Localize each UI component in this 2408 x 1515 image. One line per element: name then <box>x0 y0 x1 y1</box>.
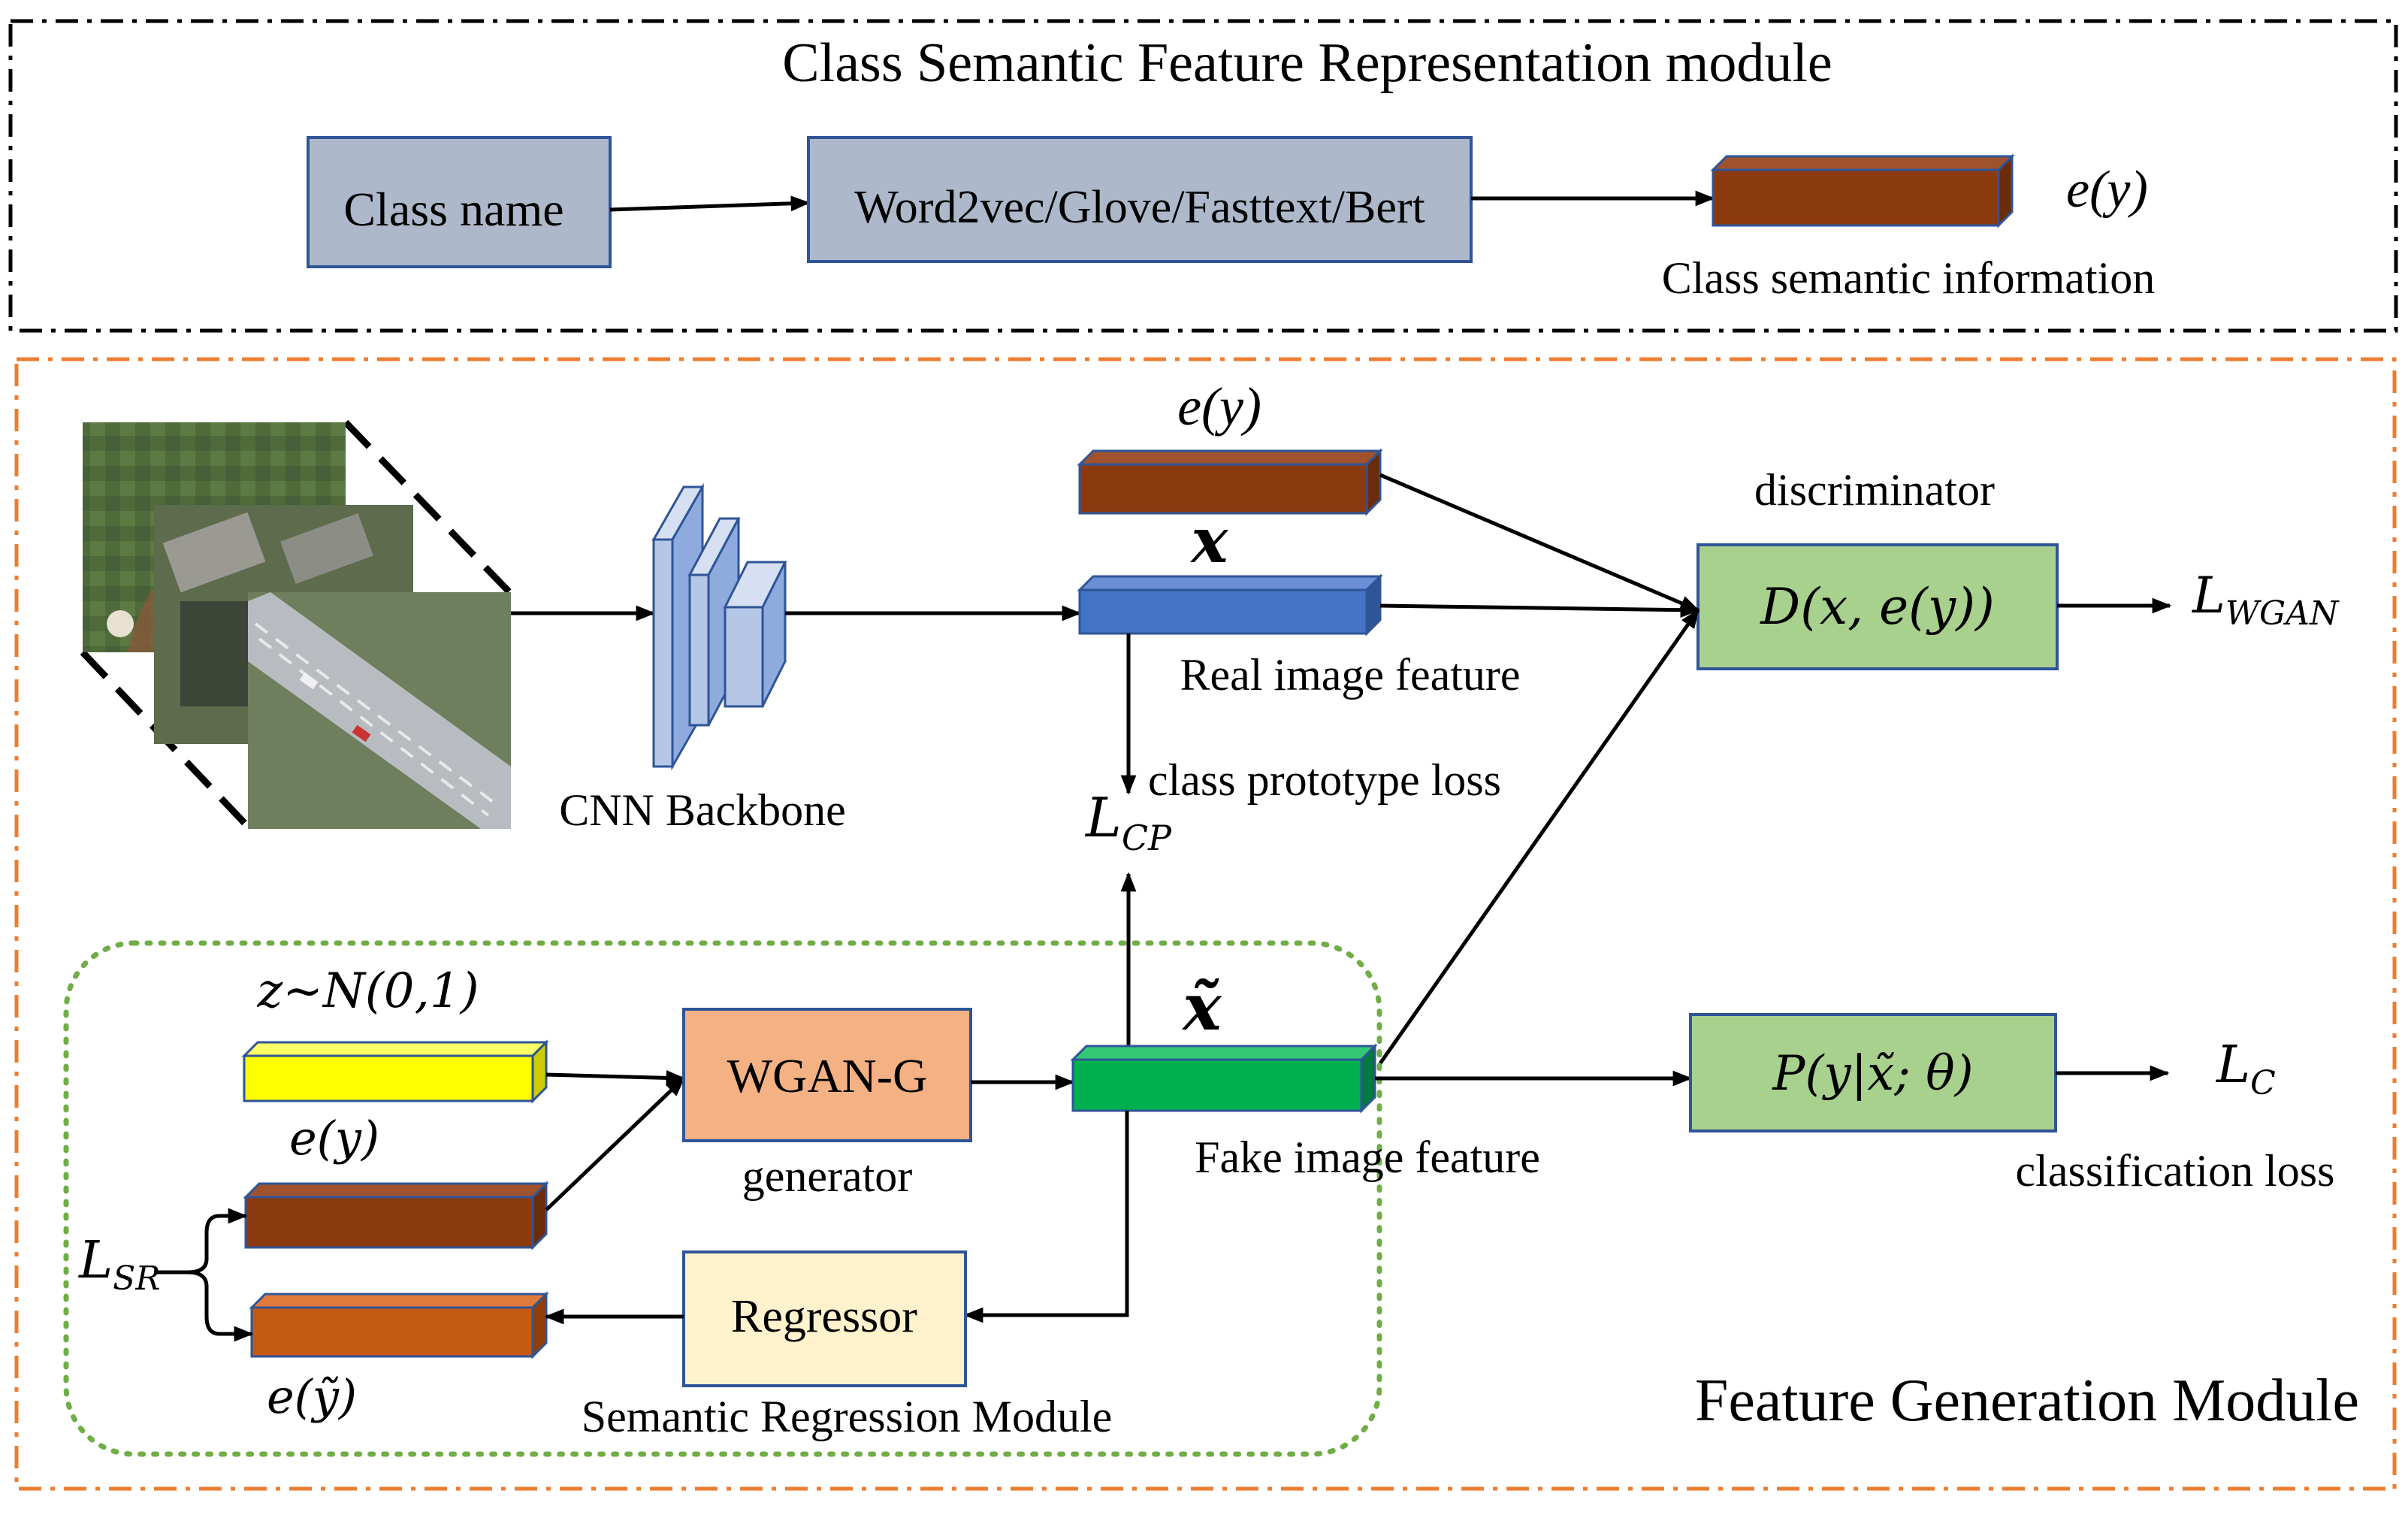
semantic-regression-module-border <box>63 940 1382 1457</box>
real-image-feature-label: Real image feature <box>1180 650 1520 700</box>
arrow-ey-to-discriminator <box>1379 473 1700 612</box>
real-feature-bar <box>1077 573 1383 637</box>
lc-label: LC <box>2215 1036 2276 1102</box>
fake-feature-bar <box>1070 1043 1378 1114</box>
discriminator-label: discriminator <box>1754 465 1995 515</box>
class-name-box <box>307 136 612 268</box>
regressed-semantic-bar <box>249 1291 549 1359</box>
input-image-stack <box>80 419 514 830</box>
x-label: x <box>1190 505 1229 577</box>
regressor-box <box>682 1250 967 1387</box>
classifier-box-label: P(y|x̃; θ) <box>1772 1046 1973 1102</box>
classifier-box <box>1689 1013 2057 1132</box>
real-semantic-bar <box>1077 448 1383 516</box>
discriminator-box <box>1696 543 2059 670</box>
classification-loss-label: classification loss <box>2016 1146 2335 1196</box>
top-module-title: Class Semantic Feature Representation mo… <box>782 32 1832 94</box>
cnn-backbone-icon <box>651 482 787 771</box>
fake-image-feature-label: Fake image feature <box>1195 1132 1540 1182</box>
word-embedding-label: Word2vec/Glove/Fasttext/Bert <box>854 182 1425 233</box>
bottom-module-title: Feature Generation Module <box>1695 1368 2359 1434</box>
semantic-regression-module-label: Semantic Regression Module <box>582 1392 1113 1441</box>
lsr-brace <box>187 1214 252 1336</box>
arrow-ey-to-generator <box>545 1077 685 1211</box>
x-tilde-label: x̃ <box>1181 969 1222 1045</box>
word-embedding-box <box>807 136 1473 263</box>
lsr-label: LSR <box>77 1231 160 1298</box>
feature-generation-module: Feature Generation Module <box>14 357 2397 1491</box>
class-prototype-loss-label: class prototype loss <box>1148 755 1501 805</box>
aerial-image-highway <box>248 592 511 829</box>
arrow-noise-to-generator <box>545 1069 686 1086</box>
arrow-fake-to-discriminator <box>1378 608 1700 1065</box>
lwgan-label: LWGAN <box>2192 567 2340 633</box>
ey-tilde-label: e(ỹ) <box>267 1369 357 1424</box>
wgan-generator-label: WGAN-G <box>727 1049 928 1102</box>
generator-semantic-bar <box>243 1181 549 1250</box>
discriminator-box-label: D(x, e(y)) <box>1760 578 1994 636</box>
ey-real-label: e(y) <box>1177 376 1261 437</box>
class-semantic-bar <box>1710 153 2015 228</box>
bottom-module-border <box>14 357 2397 1491</box>
top-module-border <box>8 19 2398 333</box>
noise-bar <box>241 1039 549 1104</box>
arrow-classname-to-embedding <box>609 195 811 212</box>
cnn-backbone-label: CNN Backbone <box>559 785 846 835</box>
arrow-x-to-discriminator <box>1379 602 1700 618</box>
ey-top-label: e(y) <box>2066 161 2148 219</box>
regressor-label: Regressor <box>731 1291 917 1342</box>
wgan-generator-box <box>682 1008 972 1142</box>
arrow-fake-to-regressor <box>963 1111 1129 1323</box>
ey-generator-label: e(y) <box>289 1111 379 1166</box>
semantic-representation-module: Class Semantic Feature Representation mo… <box>8 19 2398 333</box>
generator-label: generator <box>742 1151 913 1201</box>
class-name-label: Class name <box>343 183 563 236</box>
lcp-label: LCP <box>1084 786 1172 858</box>
z-noise-label: z~N(0,1) <box>256 963 479 1019</box>
class-semantic-info-label: Class semantic information <box>1662 253 2156 303</box>
